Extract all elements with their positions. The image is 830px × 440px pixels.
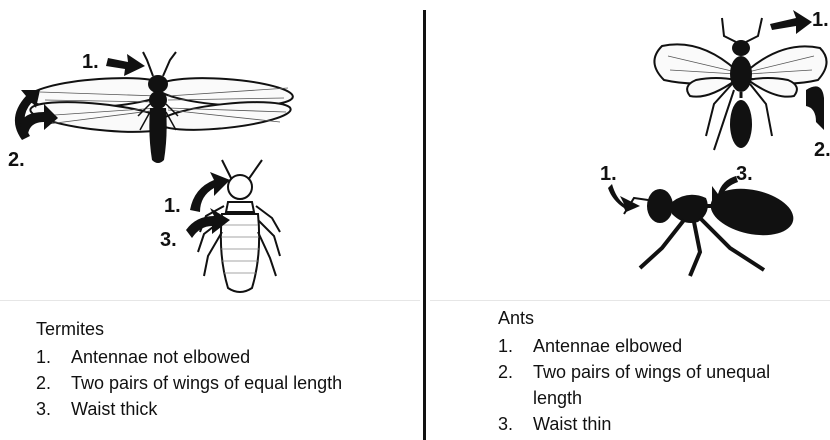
insect-illustrations: 1. 2. 1. 3. 1. 2. 1. 3. [0, 0, 830, 300]
list-item: 1.Antennae not elbowed [36, 344, 406, 370]
worker-waist-label: 3. [736, 163, 753, 185]
termites-traits-list: 1.Antennae not elbowed 2.Two pairs of wi… [36, 344, 406, 422]
list-item: 2.Two pairs of wings of equal length [36, 370, 406, 396]
ants-description: Ants 1.Antennae elbowed 2.Two pairs of w… [498, 305, 818, 437]
termite-wings-label: 2. [8, 149, 25, 171]
ant-wings-label: 2. [814, 139, 830, 161]
left-rule [0, 300, 420, 301]
worker-ant [624, 182, 798, 276]
list-item: 3.Waist thick [36, 396, 406, 422]
list-item: 1.Antennae elbowed [498, 333, 818, 359]
larva-antenna-label: 1. [164, 195, 181, 217]
list-item: 3.Waist thin [498, 411, 818, 437]
termite-antenna-label: 1. [82, 51, 99, 73]
right-rule [430, 300, 830, 301]
winged-termite [27, 52, 294, 163]
larva-waist-label: 3. [160, 229, 177, 251]
ants-traits-list: 1.Antennae elbowed 2.Two pairs of wings … [498, 333, 818, 437]
termites-description: Termites 1.Antennae not elbowed 2.Two pa… [36, 316, 406, 422]
worker-antenna-label: 1. [600, 163, 617, 185]
winged-ant [654, 18, 826, 150]
ant-antenna-label: 1. [812, 9, 829, 31]
ants-heading: Ants [498, 305, 818, 331]
ant-arrows: 1. 2. 1. 3. [600, 9, 830, 212]
termites-heading: Termites [36, 316, 406, 342]
list-item: 2.Two pairs of wings of unequal length [498, 359, 818, 411]
